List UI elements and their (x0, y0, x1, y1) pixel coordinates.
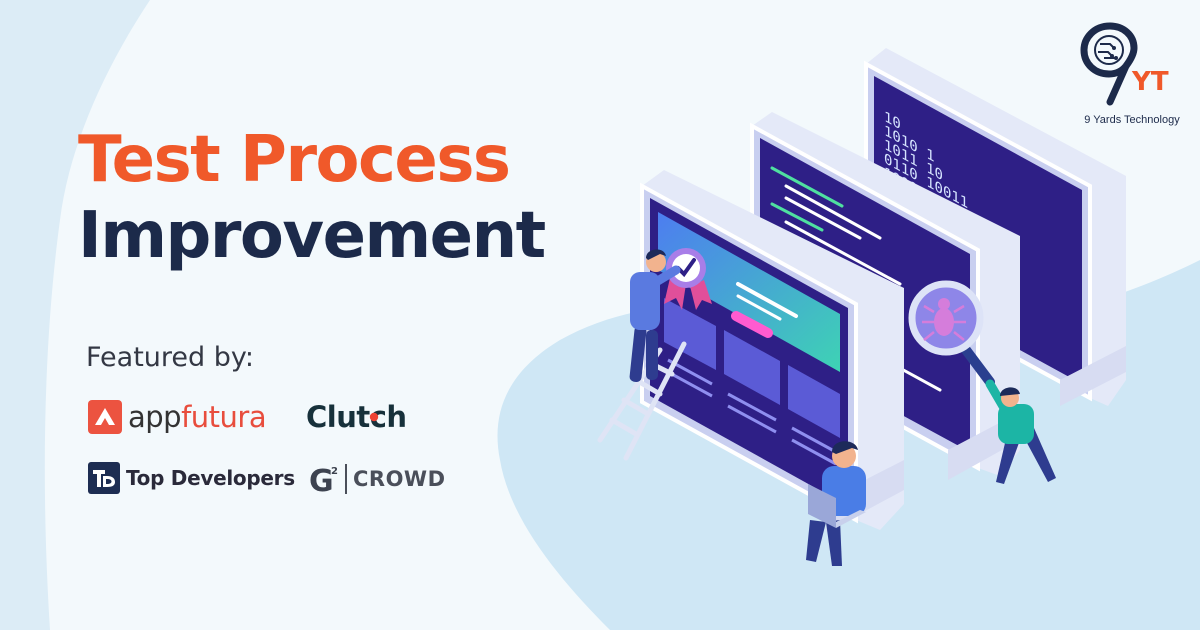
g2-icon: G 2 (309, 464, 338, 496)
top-developers-icon (88, 462, 120, 494)
clutch-wordmark: Clutch (306, 400, 407, 434)
title-line-1: Test Process (78, 123, 511, 197)
featured-by-label: Featured by: (86, 342, 254, 373)
person-on-ladder (629, 249, 681, 382)
appfutura-logo: appfutura (88, 400, 267, 434)
person-with-magnifier (985, 379, 1056, 484)
clutch-logo: Clutch (306, 400, 407, 434)
appfutura-wordmark: appfutura (128, 400, 267, 434)
magnifier-bug-icon (908, 280, 995, 387)
page-title: Test Process Improvement (78, 123, 546, 273)
top-developers-wordmark: Top Developers (126, 466, 295, 490)
clutch-dot-icon (369, 412, 379, 422)
title-line-2: Improvement (78, 199, 546, 273)
brand-mark: YT (1132, 67, 1169, 97)
nine-circuit-icon (1080, 22, 1138, 106)
person-with-laptop (806, 441, 866, 566)
g2-crowd-logo: G 2 CROWD (307, 462, 446, 496)
left-bg-curve (0, 0, 150, 630)
appfutura-icon (88, 400, 122, 434)
g2-crowd-wordmark: CROWD (353, 467, 446, 491)
top-developers-logo: Top Developers (88, 462, 295, 494)
brand-name: 9 Yards Technology (1084, 114, 1180, 126)
g2-superscript: 2 (331, 466, 338, 477)
g2-divider (345, 464, 347, 494)
g2-mark: G (309, 464, 334, 496)
